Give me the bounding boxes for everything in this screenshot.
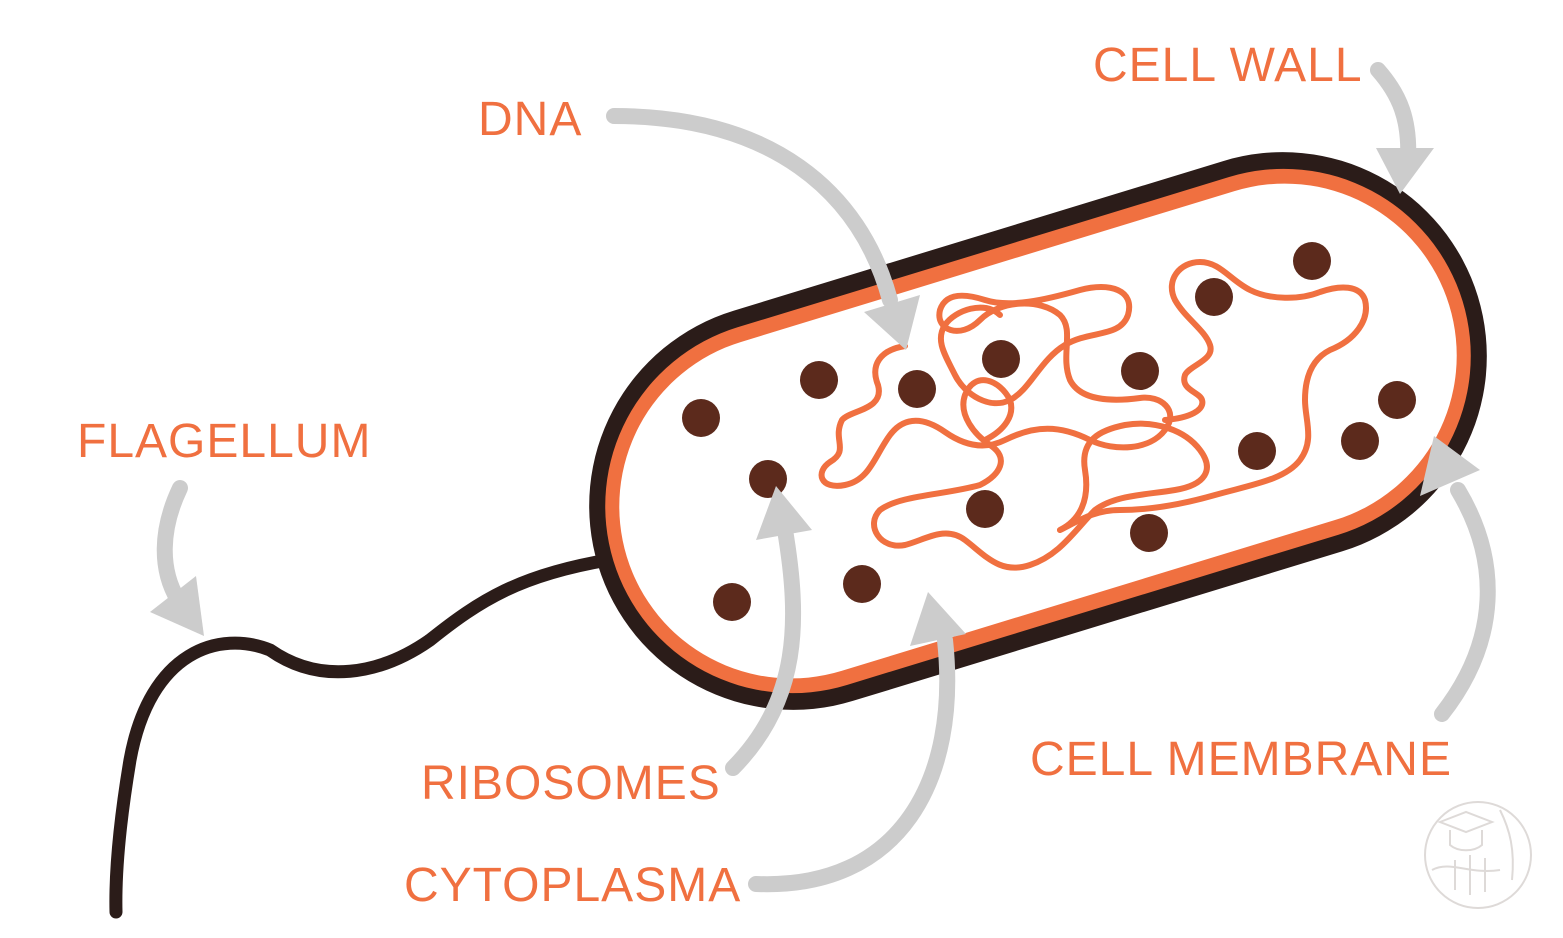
- ribosome: [1341, 422, 1379, 460]
- cell-wall-label: CELL WALL: [1093, 39, 1363, 92]
- ribosome: [1121, 352, 1159, 390]
- flagellum-arrowhead: [150, 576, 204, 636]
- cytoplasma-label: CYTOPLASMA: [404, 859, 742, 912]
- ribosome: [1195, 278, 1233, 316]
- dna-arrowhead: [864, 295, 920, 350]
- dna-arrow-shaft: [606, 108, 898, 308]
- ribosome: [966, 490, 1004, 528]
- dna-strand: [818, 284, 1174, 489]
- ribosome: [982, 340, 1020, 378]
- ribosomes-label: RIBOSOMES: [421, 757, 721, 810]
- cell-membrane-label: CELL MEMBRANE: [1030, 733, 1452, 786]
- dna-strand-2: [871, 377, 1210, 571]
- ribosome: [1130, 514, 1168, 552]
- ribosomes: [682, 242, 1416, 621]
- ribosome: [843, 565, 881, 603]
- ribosome: [682, 399, 720, 437]
- ribosome: [1293, 242, 1331, 280]
- graduation-cap-logo-icon: [1424, 801, 1532, 909]
- cell-wall-arrow-shaft: [1370, 62, 1417, 168]
- dna-label: DNA: [478, 93, 583, 146]
- flagellum-arrow-shaft: [156, 480, 188, 608]
- cytoplasma-arrow-shaft: [748, 632, 956, 893]
- ribosome: [749, 460, 787, 498]
- ribosome: [1378, 381, 1416, 419]
- cytoplasma-arrowhead: [910, 592, 966, 646]
- flagellum: [109, 553, 615, 919]
- cell-wall-arrowhead: [1376, 148, 1434, 194]
- ribosomes-arrowhead: [756, 486, 812, 540]
- ribosomes-arrow-shaft: [725, 522, 802, 776]
- ribosome: [800, 361, 838, 399]
- dna-strand-3: [1057, 259, 1369, 533]
- ribosome: [898, 370, 936, 408]
- flagellum-label: FLAGELLUM: [77, 415, 372, 468]
- ribosome: [1238, 432, 1276, 470]
- cell-membrane-arrow-shaft: [1434, 482, 1496, 722]
- ribosome: [713, 583, 751, 621]
- cell-membrane-arrowhead: [1420, 436, 1480, 496]
